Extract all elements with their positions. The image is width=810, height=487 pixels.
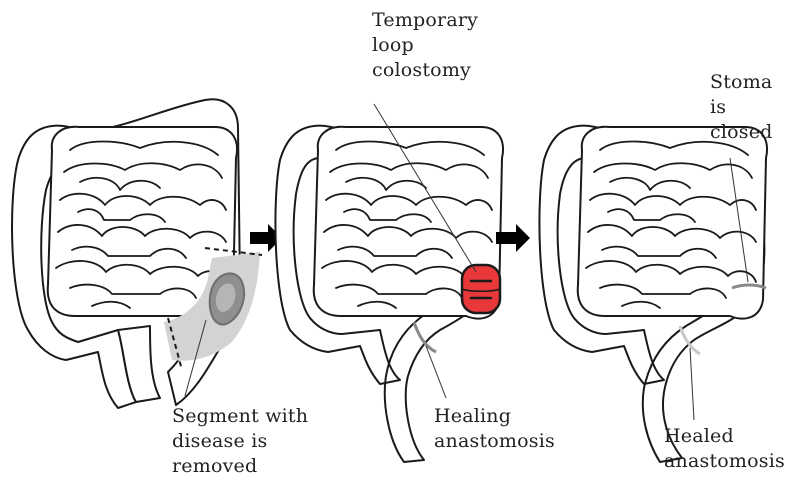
leader-healing-anastomosis [426, 346, 446, 398]
label-healed-anastomosis: Healed anastomosis [664, 424, 785, 474]
loop-colostomy-stoma [462, 265, 500, 313]
label-segment-removed: Segment with disease is removed [172, 404, 308, 479]
label-stoma-closed: Stoma is closed [710, 70, 773, 145]
label-temporary-colostomy: Temporary loop colostomy [372, 8, 478, 83]
panel-before-surgery [12, 99, 262, 408]
leader-healed-anastomosis [690, 348, 694, 420]
label-healing-anastomosis: Healing anastomosis [434, 404, 555, 454]
